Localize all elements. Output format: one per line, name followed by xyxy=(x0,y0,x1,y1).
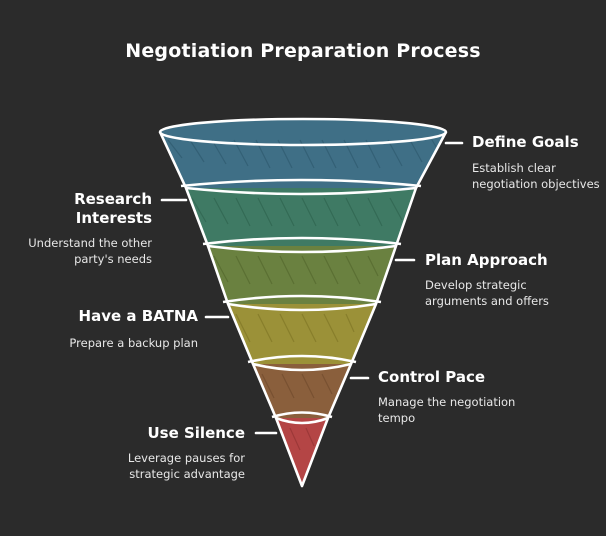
step-title-define-goals: Define Goals xyxy=(472,133,579,151)
step-description-line: strategic advantage xyxy=(129,466,245,481)
step-description-line: Develop strategic xyxy=(425,278,527,292)
funnel-segment-research-interests xyxy=(186,188,416,246)
step-title-plan-approach: Plan Approach xyxy=(425,251,548,269)
step-description-line: Establish clear xyxy=(472,161,556,175)
step-description-control-pace: Manage the negotiation tempo xyxy=(378,395,515,426)
funnel-top-ellipse xyxy=(160,119,446,145)
step-description-plan-approach: Develop strategic arguments and offers xyxy=(425,278,549,309)
step-description-define-goals: Establish clear negotiation objectives xyxy=(472,161,600,192)
step-title-line: Interests xyxy=(75,209,152,227)
step-description-line: Understand the other xyxy=(28,236,152,250)
step-description-line: Prepare a backup plan xyxy=(69,336,198,350)
step-title-research-interests: Research Interests xyxy=(74,190,152,228)
funnel-hatching xyxy=(167,139,439,451)
step-description-line: tempo xyxy=(378,410,416,425)
funnel-segment-plan-approach xyxy=(208,246,396,304)
funnel-outline xyxy=(158,117,448,488)
leader-lines xyxy=(160,141,464,435)
step-title-have-a-batna: Have a BATNA xyxy=(78,307,198,325)
step-description-use-silence: Leverage pauses for strategic advantage xyxy=(128,451,245,482)
diagram-title: Negotiation Preparation Process xyxy=(125,40,481,62)
funnel-segment-control-pace xyxy=(253,364,351,418)
step-description-line: party's needs xyxy=(74,251,152,266)
step-title-control-pace: Control Pace xyxy=(378,368,486,386)
step-title-use-silence: Use Silence xyxy=(147,424,245,442)
funnel-segment-use-silence xyxy=(276,418,328,486)
funnel-segment-define-goals xyxy=(160,132,446,188)
step-title-line: Research xyxy=(74,190,152,208)
step-description-research-interests: Understand the other party's needs xyxy=(28,236,152,267)
step-description-line: negotiation objectives xyxy=(472,176,600,191)
step-description-line: arguments and offers xyxy=(425,293,549,308)
step-description-line: Manage the negotiation xyxy=(378,395,516,409)
step-description-have-a-batna: Prepare a backup plan xyxy=(69,336,198,352)
funnel-segment-have-a-batna xyxy=(228,304,376,364)
step-description-line: Leverage pauses for xyxy=(127,451,245,465)
